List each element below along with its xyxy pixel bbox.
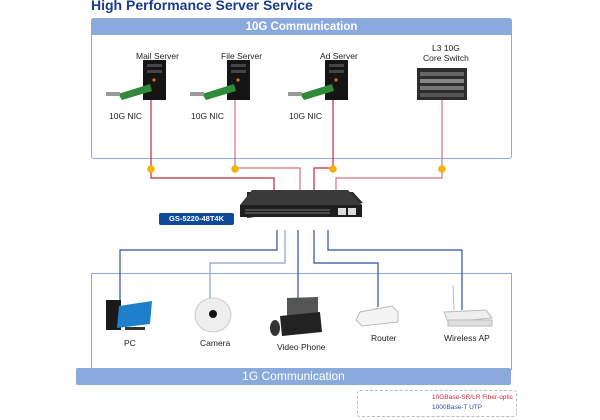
fiber-link-file-server [234,95,301,203]
switch-device-icon [240,190,363,218]
legend-utp-label: 1000Base-T UTP [432,404,483,411]
camera-icon [194,297,232,333]
utp-link-camera [209,230,286,300]
core-switch-label-line1: L3 10G [432,43,460,53]
ad-server-icon [288,60,348,100]
wireless-ap-label: Wireless AP [444,333,490,343]
fiber-connector-icon [438,165,446,173]
ad-server-label: Ad Server [320,51,358,61]
file-server-label: File Server [221,51,263,61]
mail-server-label: Mail Server [136,51,179,61]
file-server-nic-label: 10G NIC [191,111,225,121]
fiber-connector-icon [147,165,155,173]
core-switch-icon [417,68,467,100]
diagram-title: High Performance Server Service [91,0,313,13]
legend-fiber-label: 10GBase-SR/LR Fiber-optic [432,394,513,401]
fiber-link-core-switch [335,100,443,203]
camera-label: Camera [200,338,231,348]
fiber-link-ad-server [313,95,334,203]
ad-server-nic-label: 10G NIC [289,111,323,121]
router-label: Router [371,333,397,343]
mail-server-icon [106,60,166,100]
wireless-ap-icon [443,284,493,327]
utp-link-pc [119,230,278,300]
fiber-connector-icon [329,165,337,173]
file-server-icon [190,60,250,100]
legend: 10GBase-SR/LR Fiber-optic 1000Base-T UTP [357,390,517,417]
mail-server-nic-label: 10G NIC [109,111,143,121]
fiber-connector-icon [231,165,239,173]
switch-model-badge: GS-5220-48T4K [159,213,234,225]
utp-link-router [313,230,379,307]
pc-label: PC [124,338,136,348]
1g-section-header: 1G Communication [76,368,511,385]
utp-link-wireless-ap [327,230,463,310]
video-phone-label: Video Phone [277,342,326,352]
pc-icon [106,300,152,330]
video-phone-icon [270,297,322,336]
10g-section-header: 10G Communication [91,18,512,35]
core-switch-label-line2: Core Switch [423,53,469,63]
router-icon [355,305,399,327]
